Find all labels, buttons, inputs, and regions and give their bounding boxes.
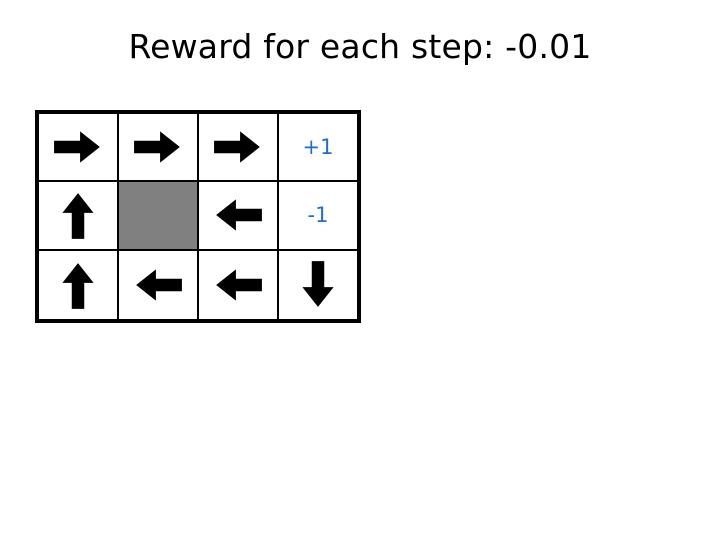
arrow-up-icon [52, 259, 104, 311]
arrow-left-icon [212, 259, 264, 311]
gridworld-policy-grid: +1 -1 [35, 110, 361, 323]
arrow-left-icon [132, 259, 184, 311]
arrow-right-icon [132, 121, 184, 173]
grid-cell-policy-right[interactable] [39, 114, 119, 183]
grid-cell-policy-right[interactable] [119, 114, 199, 183]
grid-cell-policy-right[interactable] [199, 114, 279, 183]
grid-cell-terminal[interactable]: -1 [279, 182, 357, 251]
grid-cell-policy-up[interactable] [39, 250, 119, 319]
arrow-right-icon [212, 121, 264, 173]
terminal-reward-label: +1 [302, 134, 334, 159]
arrow-right-icon [52, 121, 104, 173]
grid-row [39, 250, 357, 319]
grid-row: -1 [39, 182, 357, 251]
grid-cell-policy-down[interactable] [279, 250, 357, 319]
arrow-down-icon [292, 259, 344, 311]
terminal-reward-label: -1 [307, 202, 329, 227]
grid-cell-policy-left[interactable] [199, 182, 279, 251]
grid-cell-wall [119, 182, 199, 251]
grid-rows-container: +1 -1 [39, 114, 357, 319]
grid-cell-policy-left[interactable] [119, 250, 199, 319]
page-title: Reward for each step: -0.01 [128, 27, 592, 66]
grid-cell-policy-left[interactable] [199, 250, 279, 319]
arrow-up-icon [52, 189, 104, 241]
arrow-left-icon [212, 189, 264, 241]
grid-cell-policy-up[interactable] [39, 182, 119, 251]
grid-cell-terminal[interactable]: +1 [279, 114, 357, 183]
grid-row: +1 [39, 114, 357, 183]
